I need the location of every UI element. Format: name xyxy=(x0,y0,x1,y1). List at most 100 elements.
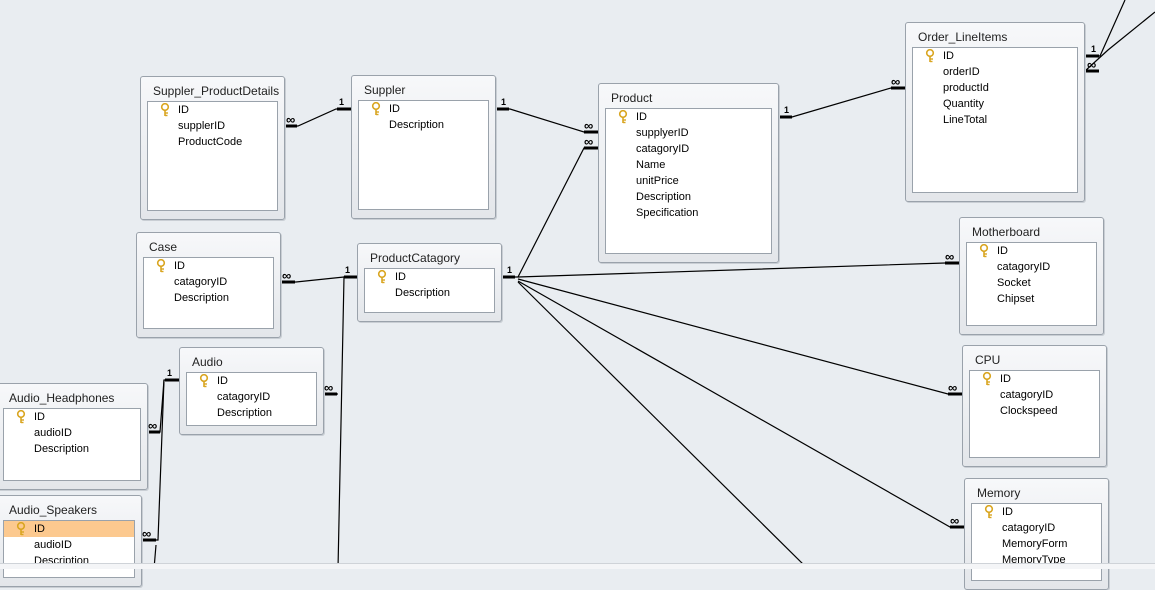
field-row[interactable]: Quantity xyxy=(913,96,1077,112)
field-row[interactable]: Description xyxy=(144,290,273,306)
rel-line-catagory-vertical xyxy=(337,276,357,569)
field-row[interactable]: catagoryID xyxy=(187,389,316,405)
field-row[interactable]: catagoryID xyxy=(972,520,1101,536)
table-productcatagory[interactable]: ProductCatagory ID Description xyxy=(357,243,502,322)
field-name: catagoryID xyxy=(174,276,228,288)
field-row-primary-key[interactable]: ID xyxy=(967,243,1096,259)
field-row-primary-key[interactable]: ID xyxy=(187,373,316,389)
rel-line-catagory-offscreen xyxy=(517,281,809,569)
field-row[interactable]: catagoryID xyxy=(970,387,1099,403)
field-row[interactable]: ProductCode xyxy=(148,134,277,150)
field-row[interactable]: productId xyxy=(913,80,1077,96)
field-row[interactable]: audioID xyxy=(4,425,140,441)
one-mark: 1 xyxy=(167,368,173,378)
field-row-primary-key[interactable]: ID xyxy=(913,48,1077,64)
field-row-primary-key[interactable]: ID xyxy=(359,101,488,117)
status-bar xyxy=(0,563,1155,569)
rel-line-case-catagory xyxy=(281,276,357,283)
many-mark: ∞ xyxy=(950,513,959,528)
field-list[interactable]: ID catagoryID Description xyxy=(143,257,274,329)
field-row[interactable]: supplerID xyxy=(148,118,277,134)
primary-key-icon xyxy=(618,110,628,124)
rel-line-suppler-product xyxy=(495,108,598,133)
field-row-primary-key[interactable]: ID xyxy=(4,521,134,537)
field-row[interactable]: MemoryForm xyxy=(972,536,1101,552)
table-title: CPU xyxy=(975,353,1001,367)
field-row[interactable]: Socket xyxy=(967,275,1096,291)
field-row-primary-key[interactable]: ID xyxy=(144,258,273,274)
rel-line-catagory-memory xyxy=(517,280,964,528)
rel-line-orderlines-offscreen-2 xyxy=(1084,11,1155,72)
field-row-primary-key[interactable]: ID xyxy=(148,102,277,118)
field-row[interactable]: orderID xyxy=(913,64,1077,80)
field-row[interactable]: catagoryID xyxy=(967,259,1096,275)
field-name: LineTotal xyxy=(943,114,988,126)
field-name: ID xyxy=(1000,373,1011,385)
primary-key-icon xyxy=(199,374,209,388)
primary-key-icon xyxy=(16,410,26,424)
field-name: ID xyxy=(217,375,228,387)
field-row[interactable]: Name xyxy=(606,157,771,173)
field-row[interactable]: audioID xyxy=(4,537,134,553)
field-name: Name xyxy=(636,159,666,171)
table-title: Order_LineItems xyxy=(918,30,1008,44)
field-list[interactable]: ID catagoryID Description xyxy=(186,372,317,426)
field-row[interactable]: catagoryID xyxy=(144,274,273,290)
primary-key-icon xyxy=(16,522,26,536)
field-row[interactable]: Description xyxy=(606,189,771,205)
field-name: catagoryID xyxy=(1002,522,1056,534)
field-row[interactable]: Description xyxy=(365,285,494,301)
field-name: catagoryID xyxy=(217,391,271,403)
field-row[interactable]: Specification xyxy=(606,205,771,221)
many-mark: ∞ xyxy=(948,380,957,395)
one-mark: 1 xyxy=(1091,44,1097,54)
primary-key-icon xyxy=(371,102,381,116)
field-row-primary-key[interactable]: ID xyxy=(970,371,1099,387)
field-row[interactable]: Description xyxy=(4,441,140,457)
field-row[interactable]: LineTotal xyxy=(913,112,1077,128)
field-row[interactable]: Description xyxy=(187,405,316,421)
field-name: Description xyxy=(217,407,273,419)
field-name: Description xyxy=(395,287,451,299)
field-row-primary-key[interactable]: ID xyxy=(972,504,1101,520)
field-name: ID xyxy=(34,523,45,535)
field-row-primary-key[interactable]: ID xyxy=(4,409,140,425)
rel-line-product-orderlines xyxy=(778,87,905,118)
field-row-primary-key[interactable]: ID xyxy=(365,269,494,285)
table-title: ProductCatagory xyxy=(370,251,461,265)
primary-key-icon xyxy=(925,49,935,63)
field-name: catagoryID xyxy=(636,143,690,155)
field-row[interactable]: Description xyxy=(359,117,488,133)
field-row[interactable]: catagoryID xyxy=(606,141,771,157)
field-name: catagoryID xyxy=(997,261,1051,273)
field-row[interactable]: Chipset xyxy=(967,291,1096,307)
field-list[interactable]: ID Description xyxy=(364,268,495,313)
field-row[interactable]: Clockspeed xyxy=(970,403,1099,419)
field-name: Socket xyxy=(997,277,1031,289)
field-row[interactable]: unitPrice xyxy=(606,173,771,189)
field-row[interactable]: supplyerID xyxy=(606,125,771,141)
field-name: supplyerID xyxy=(636,127,689,139)
field-row-primary-key[interactable]: ID xyxy=(606,109,771,125)
field-name: ID xyxy=(178,104,189,116)
